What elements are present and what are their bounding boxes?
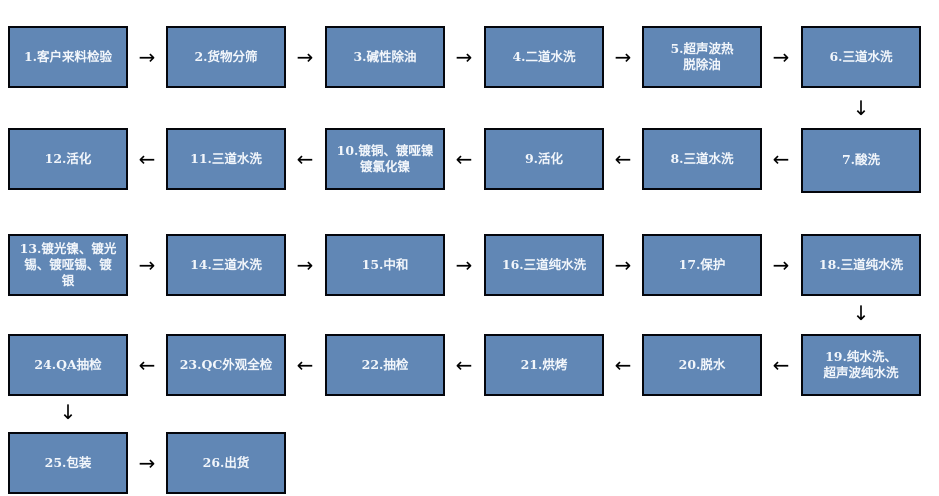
flow-node-8: 8.三道水洗	[642, 128, 762, 190]
flow-node-10: 10.镀铜、镀哑镍 镀氯化镍	[325, 128, 445, 190]
arrow-right-icon: →	[614, 45, 632, 69]
arrow-down-icon: ↓	[852, 96, 870, 120]
arrow-left-icon: ←	[455, 147, 473, 171]
flow-node-23: 23.QC外观全检	[166, 334, 286, 396]
flow-node-1: 1.客户来料检验	[8, 26, 128, 88]
flow-node-14: 14.三道水洗	[166, 234, 286, 296]
arrow-right-icon: →	[138, 451, 156, 475]
flow-node-3: 3.碱性除油	[325, 26, 445, 88]
flow-node-13: 13.镀光镍、镀光 锡、镀哑锡、镀 银	[8, 234, 128, 296]
arrow-right-icon: →	[296, 253, 314, 277]
flow-node-26: 26.出货	[166, 432, 286, 494]
flow-node-25: 25.包装	[8, 432, 128, 494]
flow-node-20: 20.脱水	[642, 334, 762, 396]
flow-node-19: 19.纯水洗、 超声波纯水洗	[801, 334, 921, 396]
flow-node-2: 2.货物分筛	[166, 26, 286, 88]
flow-node-11: 11.三道水洗	[166, 128, 286, 190]
arrow-right-icon: →	[138, 253, 156, 277]
flow-node-4: 4.二道水洗	[484, 26, 604, 88]
flow-node-18: 18.三道纯水洗	[801, 234, 921, 296]
flow-node-24: 24.QA抽检	[8, 334, 128, 396]
flow-node-12: 12.活化	[8, 128, 128, 190]
arrow-down-icon: ↓	[59, 400, 77, 424]
flow-node-17: 17.保护	[642, 234, 762, 296]
arrow-right-icon: →	[772, 45, 790, 69]
flow-node-15: 15.中和	[325, 234, 445, 296]
arrow-right-icon: →	[455, 45, 473, 69]
arrow-left-icon: ←	[138, 147, 156, 171]
arrow-down-icon: ↓	[852, 301, 870, 325]
arrow-right-icon: →	[614, 253, 632, 277]
flow-node-22: 22.抽检	[325, 334, 445, 396]
arrow-right-icon: →	[296, 45, 314, 69]
arrow-left-icon: ←	[138, 353, 156, 377]
flow-node-7: 7.酸洗	[801, 128, 921, 193]
arrow-right-icon: →	[138, 45, 156, 69]
flow-node-21: 21.烘烤	[484, 334, 604, 396]
arrow-right-icon: →	[772, 253, 790, 277]
flow-node-5: 5.超声波热 脱除油	[642, 26, 762, 88]
arrow-left-icon: ←	[296, 353, 314, 377]
arrow-left-icon: ←	[614, 147, 632, 171]
arrow-left-icon: ←	[455, 353, 473, 377]
arrow-left-icon: ←	[296, 147, 314, 171]
flow-node-16: 16.三道纯水洗	[484, 234, 604, 296]
flow-node-6: 6.三道水洗	[801, 26, 921, 88]
arrow-left-icon: ←	[772, 147, 790, 171]
arrow-left-icon: ←	[614, 353, 632, 377]
arrow-right-icon: →	[455, 253, 473, 277]
flow-node-9: 9.活化	[484, 128, 604, 190]
arrow-left-icon: ←	[772, 353, 790, 377]
